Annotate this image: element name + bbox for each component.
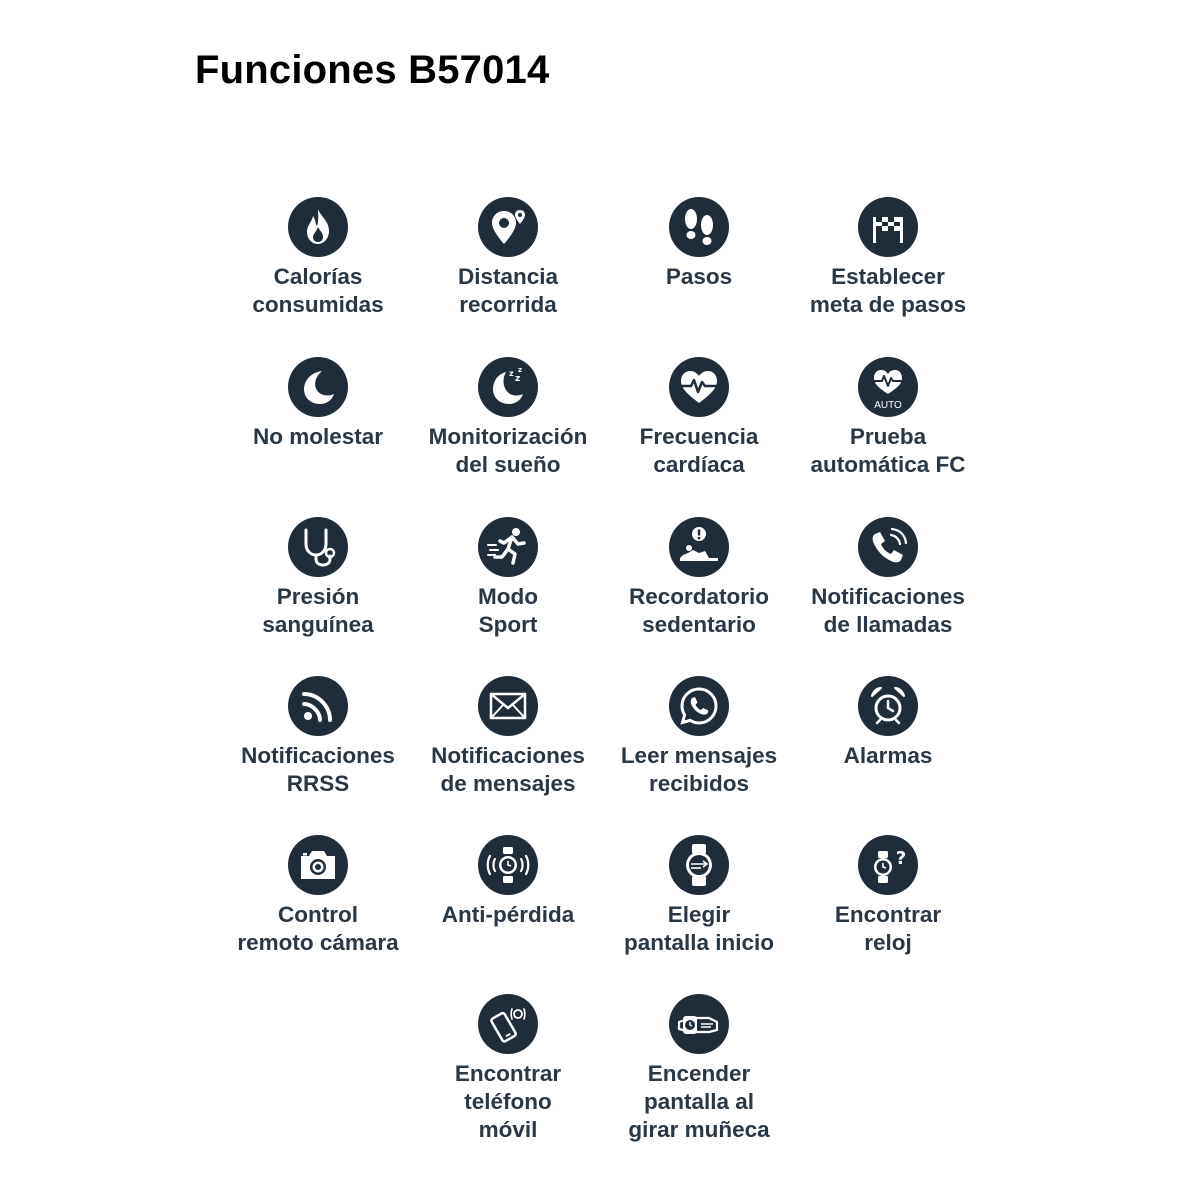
feature-label: Modo Sport <box>478 584 538 637</box>
feature-label: Monitorización del sueño <box>428 424 588 477</box>
find-watch-icon: ? <box>858 835 918 895</box>
feature-label: No molestar <box>252 424 384 449</box>
feature-auto-hr-test: AUTO Prueba automática FC <box>793 357 983 479</box>
feature-read-messages: Leer mensajes recibidos <box>604 676 794 798</box>
feature-label: Notificaciones de llamadas <box>811 584 965 637</box>
feature-label: Notificaciones de mensajes <box>431 743 585 796</box>
feature-steps: Pasos <box>604 197 794 291</box>
vibrating-watch-icon <box>478 835 538 895</box>
feature-label: Elegir pantalla inicio <box>623 902 775 955</box>
feature-label: Leer mensajes recibidos <box>620 743 778 796</box>
feature-label: Anti-pérdida <box>441 902 575 927</box>
sedentary-alert-icon <box>669 517 729 577</box>
feature-social-notifications: Notificaciones RRSS <box>223 676 413 798</box>
feature-find-watch: ? Encontrar reloj <box>793 835 983 957</box>
heart-rate-icon <box>669 357 729 417</box>
feature-call-notifications: Notificaciones de llamadas <box>793 517 983 639</box>
question-mark-badge: ? <box>896 848 906 869</box>
feature-message-notifications: Notificaciones de mensajes <box>413 676 603 798</box>
feature-wrist-wake: Encender pantalla al girar muñeca <box>604 994 794 1144</box>
feature-find-phone: Encontrar teléfono móvil <box>413 994 603 1144</box>
feature-sedentary-reminder: Recordatorio sedentario <box>604 517 794 639</box>
stethoscope-icon <box>288 517 348 577</box>
auto-badge: AUTO <box>874 400 902 411</box>
feature-watch-face: Elegir pantalla inicio <box>604 835 794 957</box>
whatsapp-icon <box>669 676 729 736</box>
sleep-moon-icon: z z z <box>478 357 538 417</box>
feature-label: Encontrar teléfono móvil <box>454 1061 562 1142</box>
feature-label: Establecer meta de pasos <box>809 264 967 317</box>
feature-label: Presión sanguínea <box>262 584 374 637</box>
feature-distance: Distancia recorrida <box>413 197 603 319</box>
feature-blood-pressure: Presión sanguínea <box>223 517 413 639</box>
feature-sport-mode: Modo Sport <box>413 517 603 639</box>
alarm-clock-icon <box>858 676 918 736</box>
feature-sleep-monitor: z z z Monitorización del sueño <box>413 357 603 479</box>
feature-label: Distancia recorrida <box>457 264 559 317</box>
runner-icon <box>478 517 538 577</box>
feature-calories: Calorías consumidas <box>223 197 413 319</box>
svg-text:z: z <box>509 369 514 378</box>
svg-text:z: z <box>518 366 522 374</box>
svg-text:z: z <box>515 374 520 384</box>
map-pin-icon <box>478 197 538 257</box>
page-title: Funciones B57014 <box>195 48 550 92</box>
camera-icon <box>288 835 348 895</box>
feature-label: Encender pantalla al girar muñeca <box>628 1061 770 1142</box>
feature-do-not-disturb: No molestar <box>223 357 413 451</box>
feature-label: Control remoto cámara <box>237 902 399 955</box>
feature-label: Pasos <box>665 264 733 289</box>
feature-label: Recordatorio sedentario <box>628 584 770 637</box>
feature-anti-loss: Anti-pérdida <box>413 835 603 929</box>
phone-call-icon <box>858 517 918 577</box>
heart-auto-icon: AUTO <box>858 357 918 417</box>
moon-icon <box>288 357 348 417</box>
feature-label: Frecuencia cardíaca <box>639 424 759 477</box>
rss-icon <box>288 676 348 736</box>
feature-remote-camera: Control remoto cámara <box>223 835 413 957</box>
wrist-watch-icon <box>669 994 729 1054</box>
find-phone-icon <box>478 994 538 1054</box>
feature-heart-rate: Frecuencia cardíaca <box>604 357 794 479</box>
flame-icon <box>288 197 348 257</box>
feature-label: Encontrar reloj <box>834 902 942 955</box>
watch-face-icon <box>669 835 729 895</box>
envelope-icon <box>478 676 538 736</box>
feature-label: Alarmas <box>843 743 933 768</box>
feature-alarms: Alarmas <box>793 676 983 770</box>
footprints-icon <box>669 197 729 257</box>
feature-label: Prueba automática FC <box>810 424 966 477</box>
feature-label: Notificaciones RRSS <box>241 743 395 796</box>
finish-flag-icon <box>858 197 918 257</box>
feature-step-goal: Establecer meta de pasos <box>793 197 983 319</box>
feature-label: Calorías consumidas <box>252 264 384 317</box>
